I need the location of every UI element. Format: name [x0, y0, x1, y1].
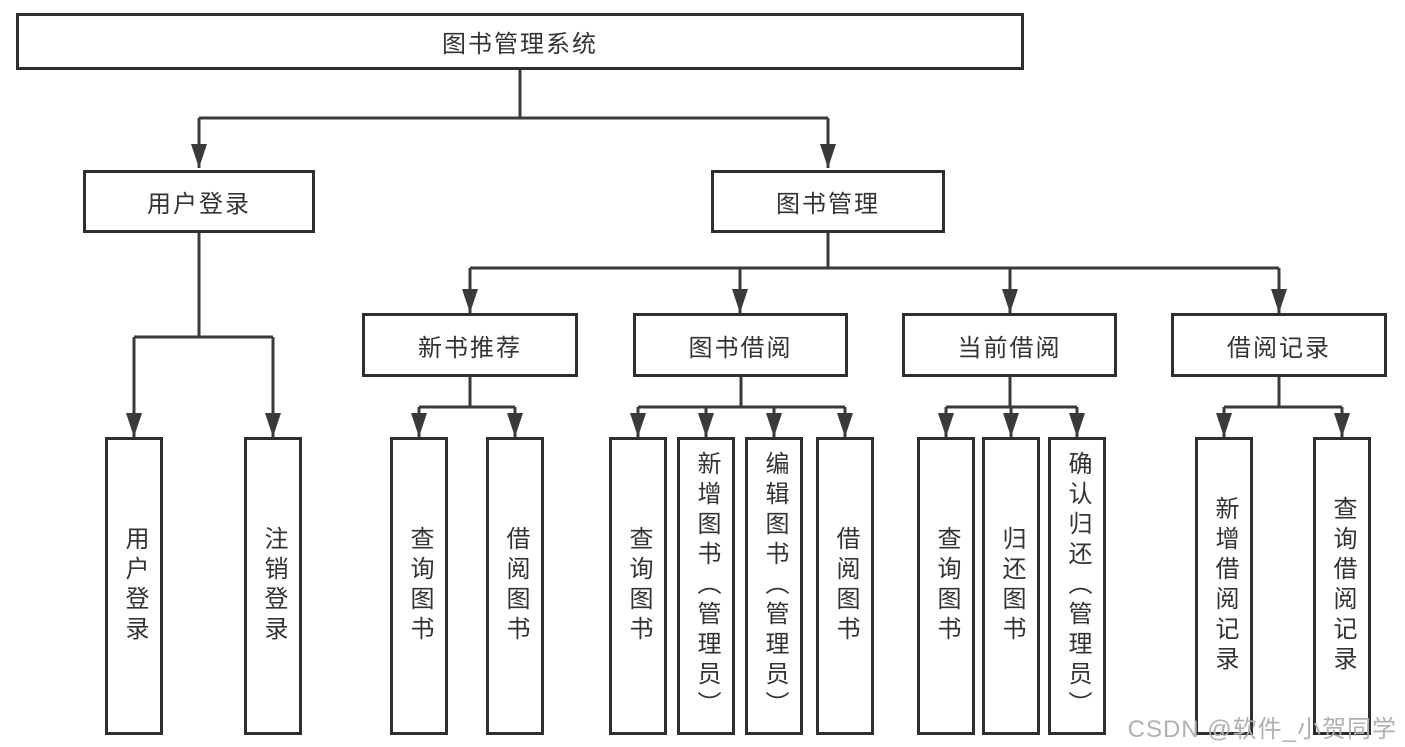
node-label: 查询图书: [625, 526, 652, 646]
node-label: 新书推荐: [418, 334, 522, 362]
node-label: 图书借阅: [688, 334, 793, 362]
node-label: 查询图书: [406, 526, 433, 646]
node-label: 用户登录: [121, 526, 148, 646]
node-library-management-system: 图书管理系统: [16, 13, 1024, 70]
node-label: 借阅图书: [832, 526, 859, 646]
node-label: 确认归还（管理员）: [1064, 451, 1091, 721]
csdn-watermark: CSDN @软件_小贺同学: [1127, 716, 1397, 743]
node-label: 新增借阅记录: [1211, 496, 1238, 676]
leaf-add-books-admin: 新增图书（管理员）: [677, 437, 735, 735]
node-label: 借阅记录: [1227, 334, 1331, 362]
node-label: 查询借阅记录: [1329, 496, 1356, 676]
node-book-borrow: 图书借阅: [633, 313, 848, 377]
node-label: 新增图书（管理员）: [693, 451, 720, 721]
node-label: 注销登录: [260, 526, 287, 646]
node-user-login: 用户登录: [83, 170, 315, 233]
node-label: 编辑图书（管理员）: [761, 451, 788, 721]
node-label: 图书管理: [776, 191, 880, 218]
leaf-add-borrow-record: 新增借阅记录: [1195, 437, 1253, 735]
leaf-return-books: 归还图书: [982, 437, 1040, 735]
node-label: 图书管理系统: [442, 31, 598, 58]
node-current-borrow: 当前借阅: [902, 313, 1117, 377]
node-label: 当前借阅: [957, 334, 1062, 362]
leaf-confirm-return-admin: 确认归还（管理员）: [1048, 437, 1106, 735]
leaf-borrow-books-recommend: 借阅图书: [486, 437, 544, 735]
leaf-borrow-books: 借阅图书: [816, 437, 874, 735]
node-borrow-record: 借阅记录: [1171, 313, 1387, 377]
leaf-query-books-recommend: 查询图书: [390, 437, 448, 735]
node-label: 用户登录: [147, 191, 251, 218]
node-label: 归还图书: [998, 526, 1025, 646]
leaf-edit-books-admin: 编辑图书（管理员）: [745, 437, 803, 735]
node-book-management: 图书管理: [711, 170, 945, 233]
leaf-query-borrow-record: 查询借阅记录: [1313, 437, 1371, 735]
leaf-logout: 注销登录: [244, 437, 302, 735]
leaf-user-login: 用户登录: [105, 437, 163, 735]
node-new-book-recommend: 新书推荐: [362, 313, 578, 377]
node-label: 查询图书: [933, 526, 960, 646]
leaf-query-books-borrow: 查询图书: [609, 437, 667, 735]
node-label: 借阅图书: [502, 526, 529, 646]
leaf-query-books-current: 查询图书: [917, 437, 975, 735]
